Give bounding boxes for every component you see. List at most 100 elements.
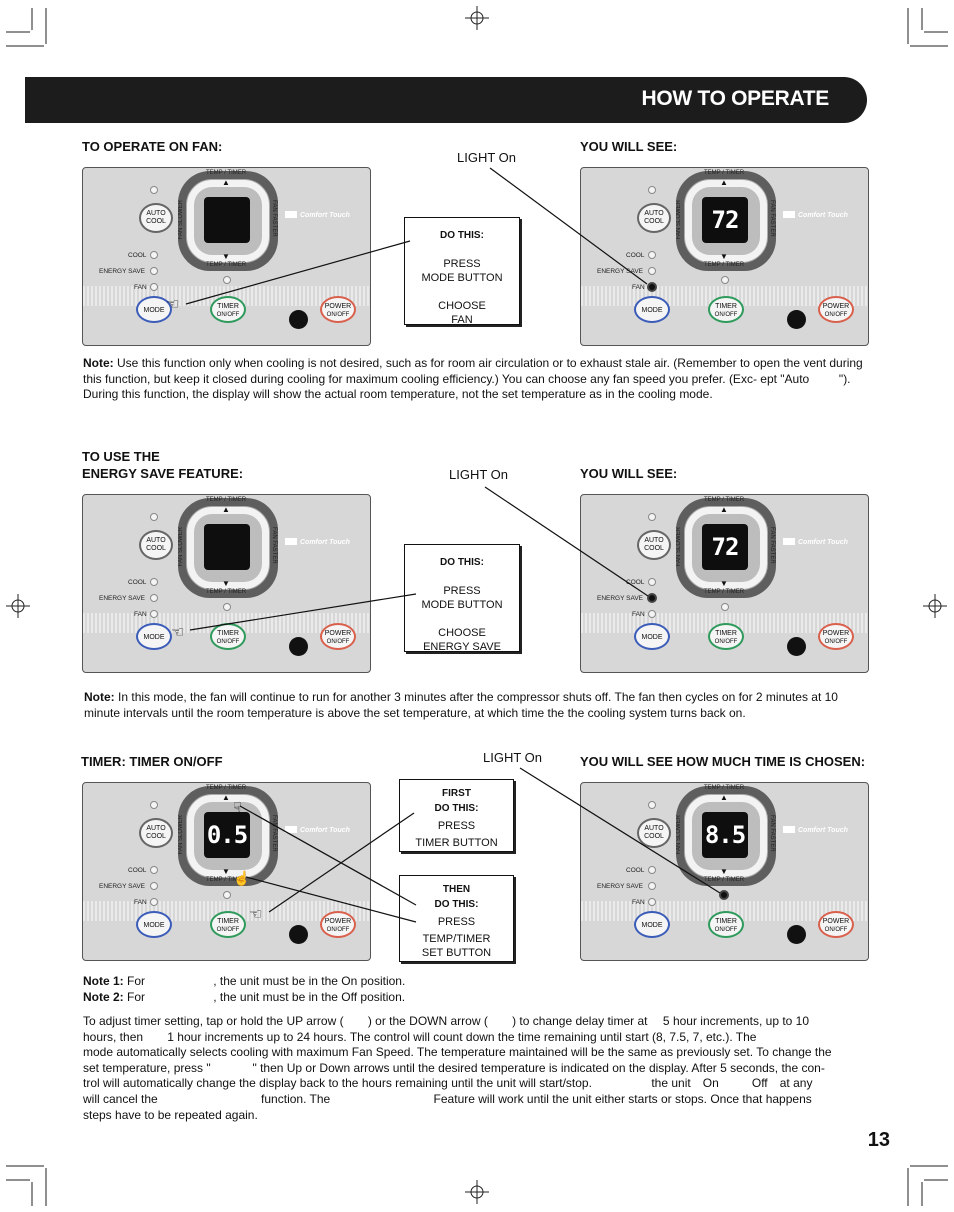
energy-save-led-on (647, 593, 657, 603)
fan-label: FAN (632, 899, 645, 906)
fan-label: FAN (134, 611, 147, 618)
timer-note-1: Note 1: For ⠀⠀⠀⠀⠀⠀⠀ , the unit must be i… (83, 974, 406, 988)
energy-save-label: ENERGY SAVE (597, 268, 643, 275)
auto-led (150, 513, 158, 521)
instruction-box: DO THIS: PRESS MODE BUTTON CHOOSE FAN (404, 217, 520, 326)
fan-faster-label: FAN FASTER (769, 815, 775, 852)
instruction-box-first: FIRST DO THIS: PRESS TIMER BUTTON (399, 779, 514, 852)
fan-slower-label: FAN SLOWER (178, 200, 184, 240)
knob (787, 925, 806, 944)
fan-label: FAN (632, 611, 645, 618)
you-will-see-heading: YOU WILL SEE: (580, 466, 678, 481)
up-arrow-icon[interactable]: ▲ (720, 178, 728, 187)
temp-timer-label: TEMP / TIMER (206, 877, 247, 883)
fan-faster-label: FAN FASTER (769, 527, 775, 564)
timer-led (223, 891, 231, 899)
brand-logo: Comfort Touch (783, 538, 848, 546)
cool-label: COOL (128, 867, 147, 874)
panel-display: 0.5 (204, 812, 250, 858)
mode-button[interactable]: MODE (136, 623, 172, 650)
fan-faster-label: FAN FASTER (271, 527, 277, 564)
control-panel: TEMP / TIMER TEMP / TIMER ▲ ▼ FAN SLOWER… (82, 494, 371, 673)
temp-timer-label: TEMP / TIMER (206, 170, 247, 176)
fan-label: FAN (134, 284, 147, 291)
temp-timer-label: TEMP / TIMER (704, 262, 745, 268)
down-arrow-icon[interactable]: ▼ (222, 867, 230, 876)
temp-timer-label: TEMP / TIMER (704, 877, 745, 883)
temp-timer-label: TEMP / TIMER (704, 497, 745, 503)
down-arrow-icon[interactable]: ▼ (222, 252, 230, 261)
brand-logo: Comfort Touch (783, 211, 848, 219)
panel-display (204, 197, 250, 243)
energy-save-led (648, 882, 656, 890)
energy-save-label: ENERGY SAVE (99, 595, 145, 602)
up-arrow-icon[interactable]: ▲ (222, 178, 230, 187)
up-arrow-icon[interactable]: ▲ (222, 505, 230, 514)
section-fan-heading: TO OPERATE ON FAN: (82, 139, 223, 154)
down-arrow-icon[interactable]: ▼ (720, 252, 728, 261)
energy-save-label: ENERGY SAVE (597, 595, 643, 602)
energy-save-led (648, 267, 656, 275)
mode-button[interactable]: MODE (634, 296, 670, 323)
cool-led (648, 251, 656, 259)
note-fan: Note: Use this function only when coolin… (83, 356, 863, 402)
mode-button[interactable]: MODE (136, 911, 172, 938)
cool-label: COOL (128, 579, 147, 586)
fan-label: FAN (134, 899, 147, 906)
energy-save-led (150, 882, 158, 890)
cool-label: COOL (626, 579, 645, 586)
energy-save-label: ENERGY SAVE (99, 268, 145, 275)
mode-button[interactable]: MODE (634, 623, 670, 650)
control-panel: TEMP / TIMER TEMP / TIMER ▲ ▼ FAN SLOWER… (82, 167, 371, 346)
control-panel: 8.5 TEMP / TIMER TEMP / TIMER ▲ ▼ FAN SL… (580, 782, 869, 961)
temp-timer-label: TEMP / TIMER (206, 497, 247, 503)
down-arrow-icon[interactable]: ▼ (720, 867, 728, 876)
control-panel: 72 TEMP / TIMER TEMP / TIMER ▲ ▼ FAN SLO… (580, 167, 869, 346)
mode-button[interactable]: MODE (634, 911, 670, 938)
energy-save-led (150, 267, 158, 275)
down-arrow-icon[interactable]: ▼ (720, 579, 728, 588)
fan-faster-label: FAN FASTER (271, 815, 277, 852)
pointing-hand-icon: ☜ (249, 906, 263, 923)
auto-led (648, 513, 656, 521)
mode-button[interactable]: MODE (136, 296, 172, 323)
brand-logo: Comfort Touch (285, 538, 350, 546)
energy-save-led (150, 594, 158, 602)
fan-slower-label: FAN SLOWER (676, 200, 682, 240)
up-arrow-icon[interactable]: ▲ (720, 505, 728, 514)
energy-save-label: ENERGY SAVE (99, 883, 145, 890)
temp-timer-label: TEMP / TIMER (206, 589, 247, 595)
control-panel: 0.5 TEMP / TIMER TEMP / TIMER ▲ ▼ FAN SL… (82, 782, 371, 961)
knob (787, 310, 806, 329)
auto-led (150, 186, 158, 194)
cool-label: COOL (128, 252, 147, 259)
temp-timer-label: TEMP / TIMER (704, 589, 745, 595)
fan-led (648, 610, 656, 618)
up-arrow-icon[interactable]: ▲ (222, 793, 230, 802)
auto-led (648, 801, 656, 809)
panel-display: 8.5 (702, 812, 748, 858)
down-arrow-icon[interactable]: ▼ (222, 579, 230, 588)
timer-led-on (719, 890, 729, 900)
up-arrow-icon[interactable]: ▲ (720, 793, 728, 802)
cool-led (150, 578, 158, 586)
temp-timer-label: TEMP / TIMER (206, 262, 247, 268)
